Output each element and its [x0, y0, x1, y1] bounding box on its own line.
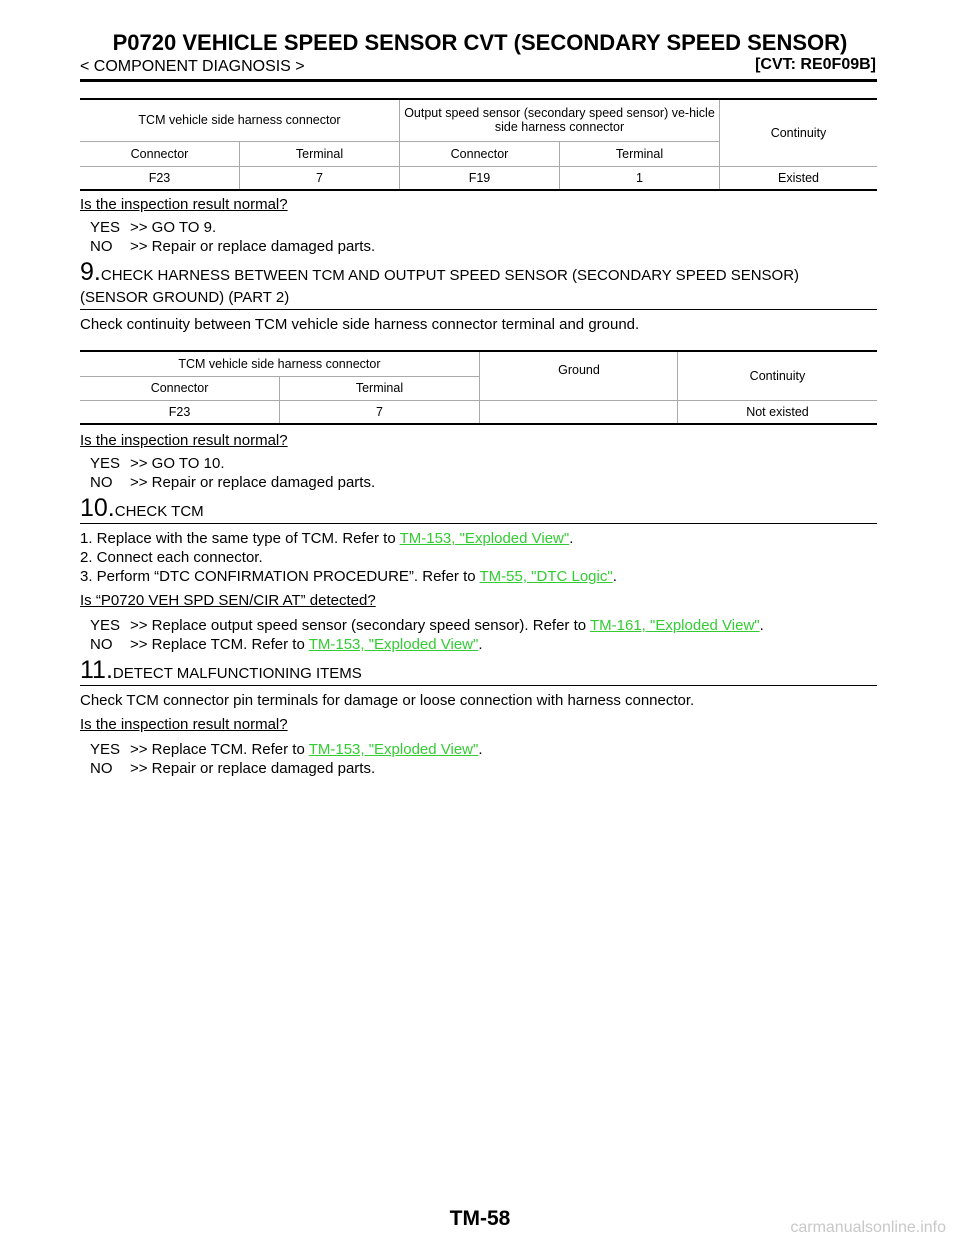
table2-header-tcm: TCM vehicle side harness connector — [80, 350, 480, 377]
answer-yes-10: YES>> Replace output speed sensor (secon… — [90, 617, 764, 634]
table2-ground-label: Ground — [558, 363, 600, 377]
answer-no-11: NO>> Repair or replace damaged parts. — [90, 760, 376, 777]
table1-cell-connector-1: F23 — [80, 166, 240, 191]
link-tm-153-a[interactable]: TM-153, "Exploded View" — [399, 530, 570, 547]
answer-yes-8: YES>> GO TO 9. — [90, 219, 217, 236]
answer-yes-11: YES>> Replace TCM. Refer to TM-153, "Exp… — [90, 741, 483, 758]
link-tm-55[interactable]: TM-55, "DTC Logic" — [479, 568, 613, 585]
answer-no-9: NO>> Repair or replace damaged parts. — [90, 474, 376, 491]
table1-header-oss: Output speed sensor (secondary speed sen… — [399, 98, 720, 142]
continuity-table-1: TCM vehicle side harness connector Outpu… — [80, 98, 877, 191]
step-10-number: 10. — [80, 494, 115, 522]
table1-header-terminal-2: Terminal — [559, 141, 720, 167]
step-9-number: 9. — [80, 258, 101, 286]
table1-cell-result: Existed — [719, 166, 877, 191]
table1-cell-terminal-1: 7 — [239, 166, 400, 191]
step-10-item-3: 3. Perform “DTC CONFIRMATION PROCEDURE”.… — [80, 568, 617, 585]
table2-cell-terminal: 7 — [279, 400, 480, 425]
table1-header-continuity: Continuity — [719, 98, 877, 167]
question-11: Is the inspection result normal? — [80, 716, 288, 733]
question-8: Is the inspection result normal? — [80, 196, 288, 213]
table2-cell-result: Not existed — [676, 400, 877, 425]
table1-cell-terminal-2: 1 — [559, 166, 720, 191]
table1-header-terminal-1: Terminal — [239, 141, 400, 167]
answer-no-10: NO>> Replace TCM. Refer to TM-153, "Expl… — [90, 636, 483, 653]
step-10-item-1: 1. Replace with the same type of TCM. Re… — [80, 530, 574, 547]
link-tm-153-b[interactable]: TM-153, "Exploded View" — [308, 636, 479, 653]
table1-header-tcm: TCM vehicle side harness connector — [80, 98, 400, 142]
header-rule — [80, 79, 877, 82]
step-10-heading: 10.CHECK TCM — [80, 496, 877, 524]
step-11-heading: 11.DETECT MALFUNCTIONING ITEMS — [80, 658, 877, 686]
content: TCM vehicle side harness connector Outpu… — [80, 98, 877, 778]
link-tm-153-c[interactable]: TM-153, "Exploded View" — [308, 741, 479, 758]
question-9: Is the inspection result normal? — [80, 432, 288, 449]
table2-cell-connector: F23 — [80, 400, 280, 425]
step-11-number: 11. — [80, 656, 113, 684]
step-9-instruction: Check continuity between TCM vehicle sid… — [80, 316, 640, 333]
table2-header-terminal: Terminal — [279, 376, 480, 401]
watermark: carmanualsonline.info — [790, 1219, 946, 1236]
table2-header-ground — [478, 350, 678, 401]
table2-header-connector: Connector — [80, 376, 280, 401]
answer-yes-9: YES>> GO TO 10. — [90, 455, 225, 472]
continuity-table-2: TCM vehicle side harness connector Conti… — [80, 350, 877, 425]
table1-header-connector-1: Connector — [80, 141, 240, 167]
table1-header-connector-2: Connector — [399, 141, 560, 167]
step-10-item-2: 2. Connect each connector. — [80, 549, 263, 566]
link-tm-161[interactable]: TM-161, "Exploded View" — [590, 617, 760, 634]
page-number: TM-58 — [449, 1207, 511, 1230]
table2-header-continuity: Continuity — [676, 350, 877, 401]
step-11-instruction: Check TCM connector pin terminals for da… — [80, 692, 695, 709]
page-title: P0720 VEHICLE SPEED SENSOR CVT (SECONDAR… — [112, 30, 848, 55]
table1-cell-connector-2: F19 — [399, 166, 560, 191]
step-9-heading: 9.CHECK HARNESS BETWEEN TCM AND OUTPUT S… — [80, 260, 877, 310]
model-label: [CVT: RE0F09B] — [755, 56, 876, 73]
breadcrumb: < COMPONENT DIAGNOSIS > — [80, 58, 305, 75]
question-10: Is “P0720 VEH SPD SEN/CIR AT” detected? — [80, 592, 376, 609]
answer-no-8: NO>> Repair or replace damaged parts. — [90, 238, 376, 255]
table2-cell-ground — [478, 400, 678, 425]
